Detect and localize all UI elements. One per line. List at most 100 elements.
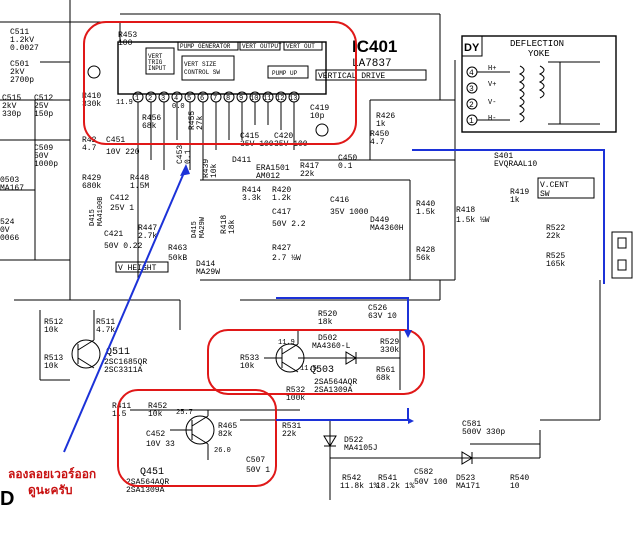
lbl-C526-v: 63V 10 <box>368 312 397 321</box>
lbl-C452: C452 <box>146 430 165 439</box>
lbl-R512: R512 <box>44 318 63 327</box>
lbl-C507: C507 <box>246 456 265 465</box>
left-label-2: C501 <box>10 60 29 69</box>
lbl-R540-v: 10 <box>510 482 520 491</box>
lbl-R533-v: 10k <box>240 362 255 371</box>
left-label-3v: 2700p <box>10 76 34 85</box>
highlight-q451 <box>117 389 277 487</box>
lbl-R561-v: 68k <box>376 374 391 383</box>
lbl-R452: R452 <box>148 402 167 411</box>
ic-block-trig-2: TRIG <box>148 59 163 66</box>
left-label-0v: 1.2kV <box>10 36 34 45</box>
lbl-vheight: V HEIGHT <box>118 264 157 273</box>
ic-pin-11: 11 <box>263 95 271 103</box>
ic-pin-9: 9 <box>239 95 243 103</box>
left-label-9v: 1000p <box>34 160 58 169</box>
lbl-R42-v: 4.7 <box>82 144 97 153</box>
lbl-C453: C453 <box>176 145 185 164</box>
left-components: C511 1.2kV 0.0027 C501 2kV 2700p C515 2k… <box>0 0 71 510</box>
lbl-C412: C412 <box>110 194 129 203</box>
lbl-R522: R522 <box>546 224 565 233</box>
lbl-R529: R529 <box>380 338 399 347</box>
volt-5: 11.5 <box>300 365 317 373</box>
ic-block-trig-3: INPUT <box>148 65 166 72</box>
lbl-R455: R455 <box>188 111 197 130</box>
lbl-R411-v: 1.5 <box>112 410 127 419</box>
left-label-6v: 330p <box>2 110 21 119</box>
lbl-D502: D502 <box>318 334 337 343</box>
ic-block-trig-1: VERT <box>148 53 163 60</box>
lbl-Q511: Q511 <box>106 347 130 358</box>
volt-1: 0.0 <box>172 103 185 111</box>
lbl-D415-v: MA4100B <box>97 197 105 226</box>
lbl-R418b: R418 <box>456 206 475 215</box>
yoke-label-v-plus: V+ <box>488 81 496 89</box>
lbl-C451-v: 10V 220 <box>106 148 140 157</box>
ic401: VERT TRIG INPUT PUMP GENERATOR VERT SIZE… <box>87 37 427 280</box>
lbl-Q503-v2: 2SA1309A <box>314 386 353 395</box>
lbl-C582: C582 <box>414 468 433 477</box>
lbl-D415b: D415 <box>191 221 199 238</box>
lbl-C420: C420 <box>274 132 293 141</box>
lbl-D523: D523 <box>456 474 475 483</box>
ic-block-pumpup: PUMP UP <box>272 70 298 77</box>
note-line-1: ลองลอยเวอร์ออก <box>8 467 96 481</box>
volt-3: 26.0 <box>214 447 231 455</box>
arrow-head-q451 <box>408 418 414 424</box>
lbl-Q451: Q451 <box>140 467 164 478</box>
lbl-D411-v: ERA1501 <box>256 164 290 173</box>
lbl-R520: R520 <box>318 310 337 319</box>
lbl-C526: C526 <box>368 304 387 313</box>
component-labels: R453 100 R410 330k R456 68k R455 27k C45… <box>82 31 633 279</box>
arrow-annotation <box>63 167 187 453</box>
left-label-8: C509 <box>34 144 53 153</box>
lbl-Q503-v: 2SA564AQR <box>314 378 357 387</box>
annotation-note: ลองลอยเวอร์ออก ดูนะครับ <box>8 467 96 498</box>
lbl-C419-v: 10p <box>310 112 325 121</box>
lbl-R418a-v: 18k <box>228 219 237 234</box>
lbl-Q503: Q503 <box>310 365 334 376</box>
ic-pin-7: 7 <box>213 95 217 103</box>
arrow-to-q503 <box>276 297 409 334</box>
left-edge-letter: D <box>0 488 14 510</box>
lbl-C452-v: 10V 33 <box>146 440 175 449</box>
ic-pin-2: 2 <box>148 95 152 103</box>
lbl-R541-v: 18.2k 1% <box>376 482 415 491</box>
lbl-R529-v: 330k <box>380 346 399 355</box>
lbl-R465: R465 <box>218 422 237 431</box>
ic-pin-6: 6 <box>200 95 204 103</box>
yoke-pin-2: 2 <box>469 101 474 110</box>
lbl-R512-v: 10k <box>44 326 59 335</box>
left-label-2v: 2kV <box>10 68 25 77</box>
lbl-C421: C421 <box>104 230 123 239</box>
highlight-q503 <box>207 329 425 395</box>
lbl-D414: D414 <box>196 260 215 269</box>
left-label-10v: MA167 <box>0 184 24 193</box>
lbl-D502-v: MA4360-L <box>312 342 351 351</box>
lbl-R420-v: 1.2k <box>272 194 291 203</box>
lbl-R414-v: 3.3k <box>242 194 261 203</box>
lbl-C451: C451 <box>106 136 125 145</box>
left-label-10: 0503 <box>0 176 19 185</box>
lbl-Q511-v: 2SC1685QR <box>104 358 147 367</box>
lbl-R419-v: 1k <box>510 196 520 205</box>
lbl-R456-v: 68k <box>142 122 157 131</box>
lbl-R410: R410 <box>82 92 101 101</box>
lbl-R440-v: 1.5k <box>416 208 435 217</box>
lbl-R450-v: 4.7 <box>370 138 385 147</box>
lbl-R428-v: 56k <box>416 254 431 263</box>
lbl-R511-v: 4.7k <box>96 326 115 335</box>
lbl-R525: R525 <box>546 252 565 261</box>
lbl-vcent-v: SW <box>540 190 550 199</box>
lbl-R420: R420 <box>272 186 291 195</box>
highlight-ic401 <box>83 21 357 145</box>
lbl-R533: R533 <box>240 354 259 363</box>
yoke-label-v-minus: V- <box>488 99 496 107</box>
lbl-C412-v: 25V 1 <box>110 204 134 213</box>
volt-0: 11.9 <box>116 99 133 107</box>
lbl-R418a: R418 <box>220 215 229 234</box>
volt-2: 25.7 <box>176 409 193 417</box>
ic-ref: IC401 <box>352 37 397 56</box>
lbl-C416: C416 <box>330 196 349 205</box>
